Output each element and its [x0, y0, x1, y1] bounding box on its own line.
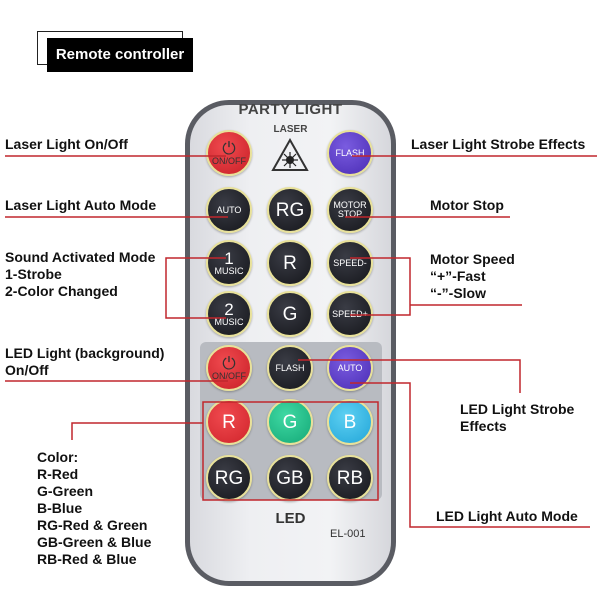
- led-red-button[interactable]: R: [206, 399, 252, 445]
- power-icon: ⏻: [222, 139, 236, 158]
- led-flash-button[interactable]: FLASH: [267, 345, 313, 391]
- led-gb-button[interactable]: GB: [267, 455, 313, 501]
- led-power-button[interactable]: ⏻ON/OFF: [206, 345, 252, 391]
- led-section-label: LED: [275, 510, 306, 527]
- power-icon: ⏻: [222, 354, 236, 373]
- label-laser-auto: Laser Light Auto Mode: [5, 197, 157, 213]
- led-rb-button[interactable]: RB: [327, 455, 373, 501]
- callout-line: [71, 422, 203, 440]
- laser-power-button[interactable]: ⏻ON/OFF: [206, 130, 252, 176]
- laser-auto-button[interactable]: AUTO: [206, 187, 252, 233]
- laser-warning-icon: [271, 138, 309, 171]
- led-green-button[interactable]: G: [267, 399, 313, 445]
- label-motor-speed: Motor Speed“+”-Fast“-”-Slow: [430, 251, 515, 301]
- laser-flash-button[interactable]: FLASH: [327, 130, 373, 176]
- page-title: Remote controller: [47, 38, 193, 72]
- label-led-auto: LED Light Auto Mode: [436, 508, 578, 524]
- model-number: EL-001: [330, 528, 366, 540]
- led-auto-button[interactable]: AUTO: [327, 345, 373, 391]
- label-led-onoff: LED Light (background)On/Off: [5, 345, 165, 378]
- led-blue-button[interactable]: B: [327, 399, 373, 445]
- label-motor-stop: Motor Stop: [430, 197, 504, 213]
- led-rg-button[interactable]: RG: [206, 455, 252, 501]
- speed-minus-button[interactable]: SPEED-: [327, 240, 373, 286]
- label-laser-onoff: Laser Light On/Off: [5, 136, 128, 152]
- r-laser-button[interactable]: R: [267, 240, 313, 286]
- label-laser-strobe: Laser Light Strobe Effects: [411, 136, 586, 152]
- laser-section-label: LASER: [273, 124, 308, 135]
- g-laser-button[interactable]: G: [267, 291, 313, 337]
- remote-brand: PARTY LIGHT: [238, 101, 343, 118]
- speed-plus-button[interactable]: SPEED+: [327, 291, 373, 337]
- rg-laser-button[interactable]: RG: [267, 187, 313, 233]
